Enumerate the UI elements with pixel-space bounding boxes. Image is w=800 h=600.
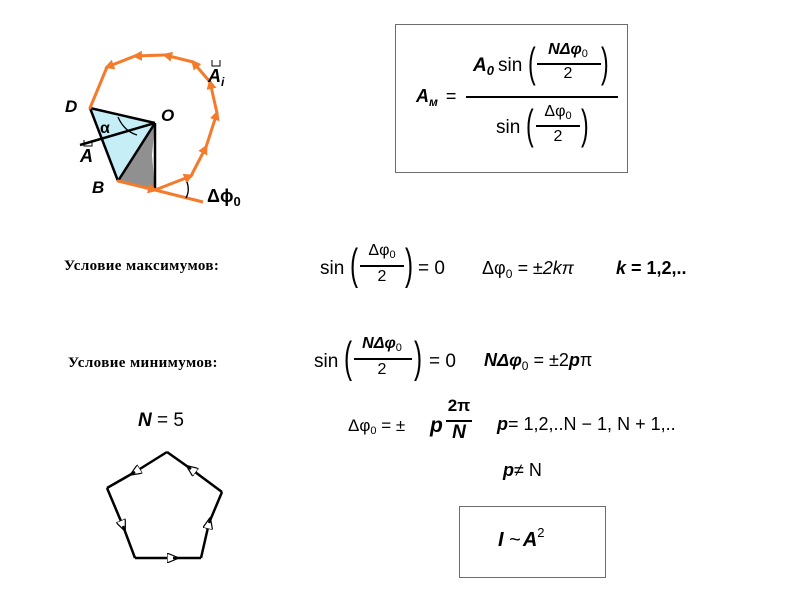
phasor-chain bbox=[88, 50, 220, 194]
label-alpha: α bbox=[100, 120, 110, 137]
maxima-phase-condition: Δφ0 = ±2kπ bbox=[482, 258, 574, 281]
triangle-fill bbox=[90, 108, 155, 181]
label-ai-vector: Ai bbox=[207, 66, 225, 89]
label-d: D bbox=[65, 97, 77, 116]
minima-phase-condition: NΔφ0 = ±2pπ bbox=[484, 350, 593, 373]
label-a-vector: A bbox=[79, 146, 93, 166]
maxima-label: Условие максимумов: bbox=[64, 258, 220, 274]
label-dphi0: Δϕ0 bbox=[207, 186, 241, 209]
amplitude-lhs: Aм = bbox=[416, 86, 457, 109]
amplitude-denominator: sin ( Δφ0 2 ) bbox=[496, 101, 589, 148]
phasor-diagram: D O B α A Ai Δϕ0 bbox=[65, 50, 241, 209]
alpha-arc bbox=[117, 116, 138, 136]
label-o: O bbox=[161, 106, 174, 125]
maxima-equation: sin ( Δφ0 2 ) = 0 bbox=[320, 240, 445, 289]
n-equals-label: N = 5 bbox=[138, 410, 184, 431]
minima-equation: sin ( NΔφ0 2 ) = 0 bbox=[314, 333, 456, 382]
label-b: B bbox=[92, 178, 104, 197]
minima-label: Условие минимумов: bbox=[68, 355, 218, 371]
vector-mark-ai bbox=[211, 60, 221, 67]
tangent-line bbox=[154, 188, 204, 204]
vector-mark-a bbox=[83, 140, 93, 147]
p-values: p= 1,2,..N − 1, N + 1,.. bbox=[497, 414, 676, 434]
intensity-box: I ~A2 bbox=[459, 506, 606, 578]
amplitude-fraction-line bbox=[466, 96, 618, 98]
dphi-arc bbox=[185, 181, 189, 199]
maxima-k-values: k = 1,2,.. bbox=[616, 258, 687, 278]
p-not-equal-n: p≠ N bbox=[503, 460, 542, 480]
amplitude-numerator: A0 sin ( NΔφ0 2 ) bbox=[473, 39, 609, 86]
phase-step-equation: Δφ0 = ± p 2π N bbox=[348, 396, 472, 443]
amplitude-formula-box: Aм = A0 sin ( NΔφ0 2 ) sin ( Δφ0 2 ) bbox=[395, 24, 628, 173]
pentagon-diagram bbox=[105, 450, 224, 570]
